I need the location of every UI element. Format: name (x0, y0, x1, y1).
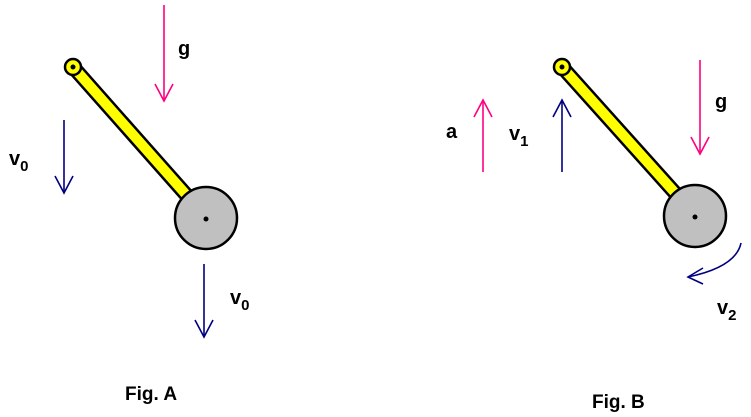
figure-a-velocity-arrow-bottom (194, 264, 214, 339)
figure-a-gravity-label: g (178, 38, 190, 60)
figure-b-gravity-arrow (690, 60, 710, 156)
figure-b-rod (557, 62, 700, 220)
figure-a-velocity-left-label: v0 (9, 148, 28, 175)
figure-a-rod (68, 63, 211, 221)
figure-a-gravity-arrow (154, 5, 174, 103)
figure-b-velocity-1-arrow (552, 98, 572, 172)
figure-b-velocity-2-arrow (686, 242, 742, 285)
figure-a-disc-center (203, 216, 209, 222)
figure-a-velocity-arrow-left (54, 120, 74, 195)
figure-b-disc-center (692, 214, 698, 220)
figure-b-caption: Fig. B (592, 392, 645, 413)
figure-b: g a v1 v2 Fig. B (446, 57, 742, 413)
figure-a-velocity-bottom-label: v0 (230, 287, 249, 314)
figure-b-velocity-2-label: v2 (717, 297, 736, 324)
figure-b-velocity-1-label: v1 (509, 123, 528, 150)
figure-a: g v0 v0 Fig. A (9, 5, 249, 405)
figure-b-acceleration-label: a (446, 121, 458, 143)
figure-b-gravity-label: g (715, 91, 727, 113)
figure-b-acceleration-arrow (473, 98, 493, 172)
figure-a-caption: Fig. A (125, 384, 177, 405)
